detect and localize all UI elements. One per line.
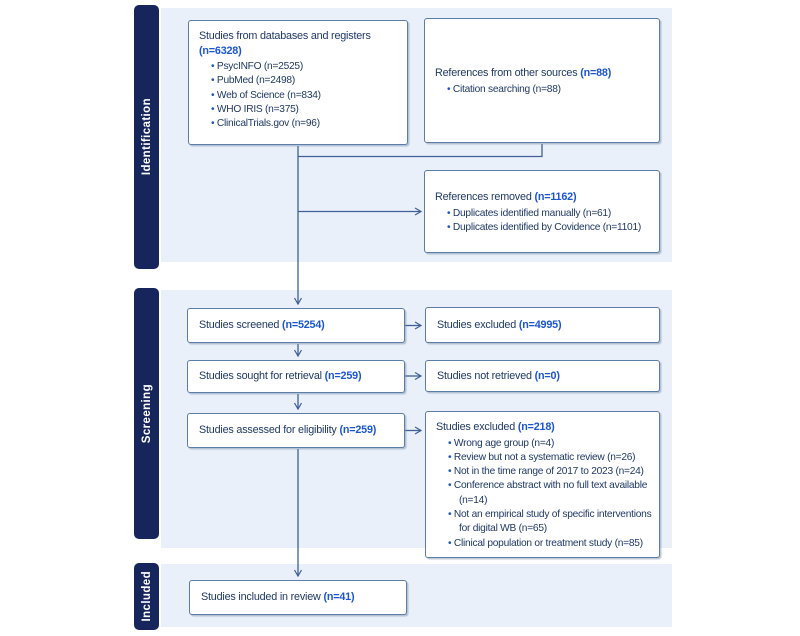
box-title: Studies excluded [436,421,516,433]
box-title-line: References removed (n=1162) [435,190,654,205]
box-count: (n=0) [534,369,560,382]
box-other-sources: References from other sources (n=88) Cit… [424,18,660,143]
list-item: ClinicalTrials.gov (n=96) [211,117,402,131]
box-studies-assessed: Studies assessed for eligibility (n=259) [187,413,405,448]
box-title: Studies assessed for eligibility [199,424,337,437]
list-item: Duplicates identified by Covidence (n=11… [447,221,654,235]
box-count: (n=259) [324,370,362,383]
stage-bar-included: Included [134,563,159,630]
box-title-line: References from other sources (n=88) [435,66,654,81]
box-count: (n=6328) [199,44,242,57]
box-studies-excluded-eligibility: Studies excluded (n=218) Wrong age group… [425,411,660,558]
box-references-removed: References removed (n=1162) Duplicates i… [424,170,660,253]
box-count: (n=5254) [282,319,325,332]
stage-bar-screening: Screening [134,288,159,539]
box-title: Studies not retrieved [437,369,532,382]
list-item: Conference abstract with no full text av… [448,479,654,508]
stage-label-identification: Identification [140,98,153,176]
box-count: (n=218) [517,421,555,433]
removed-list: Duplicates identified manually (n=61) Du… [435,207,654,236]
box-count: (n=41) [323,591,355,604]
list-item: Duplicates identified manually (n=61) [447,207,654,221]
box-title-line: Studies excluded (n=218) [436,420,654,435]
box-studies-not-retrieved: Studies not retrieved (n=0) [425,360,660,392]
list-item: Wrong age group (n=4) [448,437,654,451]
box-count: (n=1162) [534,190,577,203]
list-item: PubMed (n=2498) [211,74,402,88]
list-item: Citation searching (n=88) [447,83,654,97]
box-count: (n=88) [580,67,612,80]
box-count: (n=4995) [518,318,562,331]
database-list: PsycINFO (n=2525) PubMed (n=2498) Web of… [199,60,402,131]
exclusion-reason-list: Wrong age group (n=4) Review but not a s… [436,437,654,551]
box-count: (n=259) [339,424,377,437]
box-studies-excluded-screening: Studies excluded (n=4995) [425,307,660,343]
box-title: Studies excluded [437,318,517,331]
box-studies-sought: Studies sought for retrieval (n=259) [187,360,405,393]
list-item: Web of Science (n=834) [211,89,402,103]
list-item: PsycINFO (n=2525) [211,60,402,74]
list-item: WHO IRIS (n=375) [211,103,402,117]
box-title: References removed [435,190,532,203]
stage-label-included: Included [140,571,153,622]
box-title: References from other sources [435,67,578,80]
box-title: Studies included in review [201,591,321,604]
box-studies-included: Studies included in review (n=41) [189,580,407,615]
box-databases-registers: Studies from databases and registers (n=… [188,20,408,145]
stage-label-screening: Screening [140,383,153,444]
box-title: Studies screened [199,319,280,332]
other-sources-list: Citation searching (n=88) [435,83,654,97]
list-item: Review but not a systematic review (n=26… [448,451,654,465]
list-item: Not an empirical study of specific inter… [448,508,654,537]
list-item: Clinical population or treatment study (… [448,537,654,551]
box-title: Studies sought for retrieval [199,370,322,383]
box-studies-screened: Studies screened (n=5254) [187,308,405,343]
list-item: Not in the time range of 2017 to 2023 (n… [448,465,654,479]
box-title: Studies from databases and registers [199,30,371,42]
stage-bar-identification: Identification [134,5,159,269]
